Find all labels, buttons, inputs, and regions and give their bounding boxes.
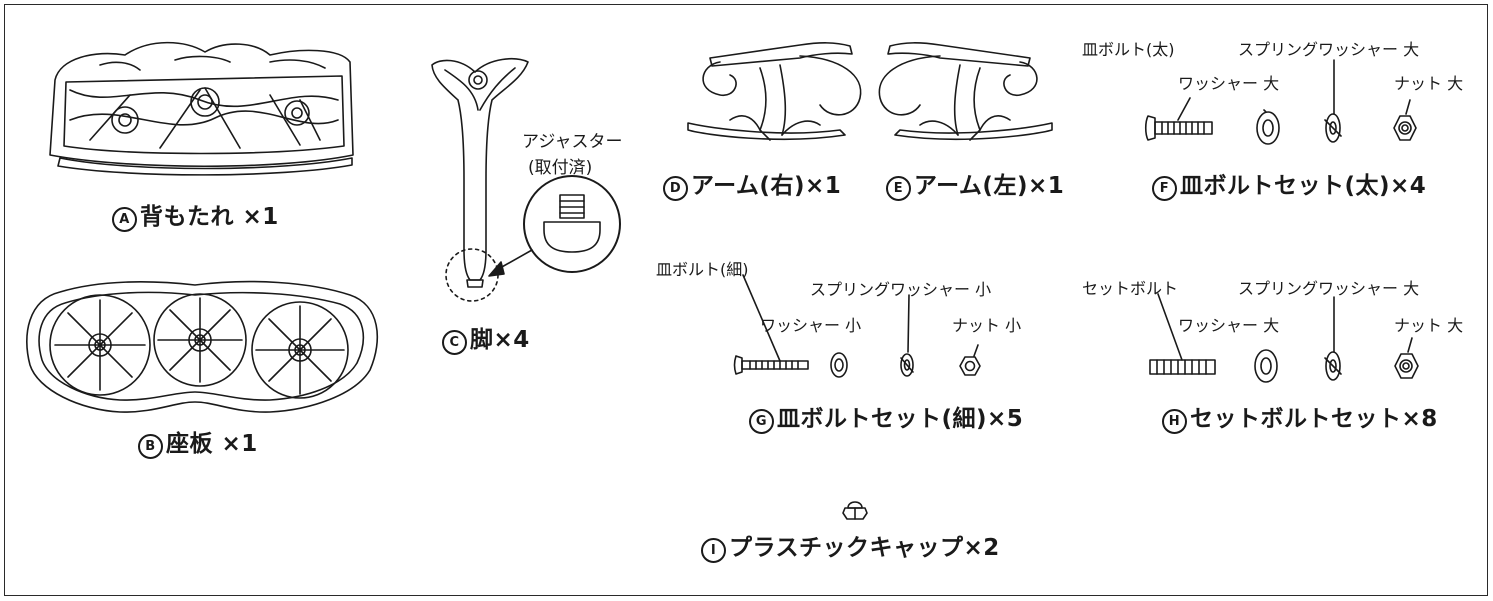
part-i-letter: I (701, 538, 726, 563)
set-h-hardware (1149, 293, 1419, 383)
leg-illustration (431, 58, 621, 302)
set-f-bolt-label: 皿ボルト(太) (1082, 40, 1175, 59)
part-h-name: セットボルトセット×8 (1190, 406, 1438, 432)
set-g-washer-label: ワッシャー 小 (760, 316, 862, 335)
part-b-letter: B (138, 434, 163, 459)
part-c-letter: C (442, 330, 467, 355)
set-g-hardware (733, 274, 981, 378)
part-a-letter: A (112, 207, 137, 232)
part-e-name: アーム(左)×1 (914, 173, 1065, 199)
set-h-spring-washer-label: スプリングワッシャー 大 (1238, 279, 1420, 298)
part-f-name: 皿ボルトセット(太)×4 (1180, 173, 1427, 199)
set-h-washer-label: ワッシャー 大 (1178, 316, 1280, 335)
part-b-name: 座板 ×1 (166, 431, 258, 457)
set-f-spring-washer-label: スプリングワッシャー 大 (1238, 40, 1420, 59)
adjuster-installed-label: (取付済) (528, 158, 593, 178)
part-c-name: 脚×4 (470, 327, 530, 353)
set-f-washer-label: ワッシャー 大 (1178, 74, 1280, 93)
set-h-bolt-label: セットボルト (1082, 279, 1179, 298)
part-g-letter: G (749, 409, 774, 434)
seat-illustration (26, 280, 379, 413)
set-g-nut-label: ナット 小 (952, 316, 1022, 335)
backrest-illustration (49, 41, 354, 176)
part-a-name: 背もたれ ×1 (140, 204, 279, 230)
part-e-letter: E (886, 176, 911, 201)
adjuster-label: アジャスター (522, 132, 623, 152)
set-h-nut-label: ナット 大 (1394, 316, 1464, 335)
part-g-name: 皿ボルトセット(細)×5 (777, 406, 1024, 432)
arm-left-illustration (878, 42, 1053, 141)
parts-list-frame (4, 4, 1488, 596)
part-i-name: プラスチックキャップ×2 (729, 535, 1000, 561)
set-f-nut-label: ナット 大 (1394, 74, 1464, 93)
plastic-cap-illustration (842, 501, 868, 520)
set-g-bolt-label: 皿ボルト(細) (656, 260, 749, 279)
arm-right-illustration (687, 42, 862, 141)
set-f-hardware (1144, 59, 1417, 145)
part-d-letter: D (663, 176, 688, 201)
part-f-letter: F (1152, 176, 1177, 201)
set-g-spring-washer-label: スプリングワッシャー 小 (810, 280, 992, 299)
part-h-letter: H (1162, 409, 1187, 434)
part-d-name: アーム(右)×1 (691, 173, 842, 199)
